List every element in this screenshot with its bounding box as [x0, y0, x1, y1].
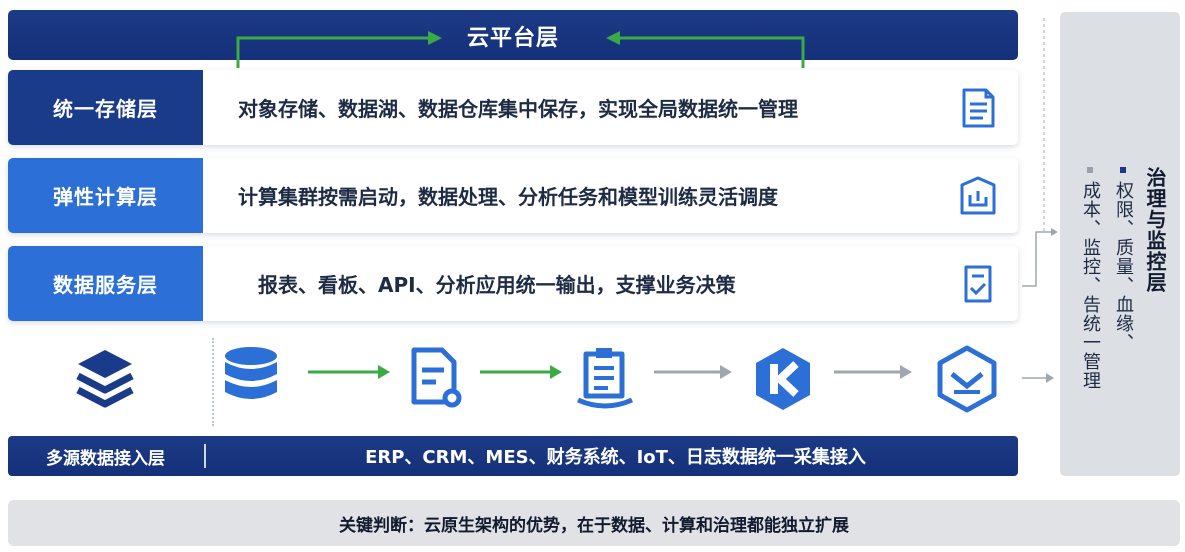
key-insight-footer: 关键判断：云原生架构的优势，在于数据、计算和治理都能独立扩展: [8, 500, 1180, 546]
green-flow-arrow-1: [308, 365, 390, 379]
gray-flow-arrow-1: [654, 365, 732, 379]
ingestion-divider: [204, 444, 206, 468]
database-icon: [225, 347, 277, 399]
checklist-icon: [964, 265, 992, 303]
cloud-layer-title: 云平台层: [466, 26, 559, 51]
hexagon-logo-icon: [756, 348, 810, 410]
layer-label-service: 数据服务层: [8, 246, 203, 321]
governance-title: 治理与监控层: [1143, 167, 1167, 293]
bullet-icon: [1120, 167, 1126, 173]
layer-row-service: 数据服务层 报表、看板、API、分析应用统一输出，支撑业务决策: [8, 246, 1018, 321]
pipeline-arrows: [308, 365, 912, 379]
governance-col-1-text: 权限、质量、血缘、: [1113, 181, 1134, 352]
layer-label-storage: 统一存储层: [8, 70, 203, 145]
layer-row-storage: 统一存储层 对象存储、数据湖、数据仓库集中保存，实现全局数据统一管理: [8, 70, 1018, 145]
footer-text: 关键判断：云原生架构的优势，在于数据、计算和治理都能独立扩展: [339, 515, 849, 536]
layer-row-compute: 弹性计算层 计算集群按需启动，数据处理、分析任务和模型训练灵活调度: [8, 158, 1018, 233]
cloud-platform-layer: 云平台层: [8, 10, 1018, 60]
left-green-arrow: [236, 36, 430, 68]
document-edit-icon: [411, 347, 462, 408]
pipeline-separator: [212, 338, 214, 426]
governance-panel: 治理与监控层 权限、质量、血缘、 成本、监控、告统一管理: [1060, 12, 1180, 476]
clipboard-data-icon: [576, 348, 634, 409]
governance-col-2-text: 成本、监控、告统一管理: [1080, 181, 1101, 390]
pipeline-row: [8, 330, 1018, 432]
bullet-icon: [1087, 167, 1093, 173]
right-green-arrow: [618, 36, 805, 68]
governance-col-1: 权限、质量、血缘、: [1110, 167, 1136, 352]
shield-check-icon: [937, 345, 997, 413]
layer-desc-storage: 对象存储、数据湖、数据仓库集中保存，实现全局数据统一管理: [238, 97, 798, 121]
ingestion-label: 多源数据接入层: [46, 448, 165, 469]
document-list-icon: [962, 88, 995, 128]
layer-desc-compute: 计算集群按需启动，数据处理、分析任务和模型训练灵活调度: [238, 185, 778, 209]
gray-flow-arrow-2: [834, 365, 912, 379]
ingestion-layer: 多源数据接入层 ERP、CRM、MES、财务系统、IoT、日志数据统一采集接入: [8, 436, 1018, 476]
layer-desc-service: 报表、看板、API、分析应用统一输出，支撑业务决策: [258, 273, 736, 297]
cloud-layer-arrows: [236, 31, 805, 68]
ingestion-description: ERP、CRM、MES、财务系统、IoT、日志数据统一采集接入: [365, 447, 866, 468]
green-flow-arrow-2: [480, 365, 562, 379]
governance-col-2: 成本、监控、告统一管理: [1077, 167, 1103, 390]
layers-stack-icon: [76, 350, 134, 408]
server-box-icon: [960, 176, 996, 215]
layer-label-compute: 弹性计算层: [8, 158, 203, 233]
